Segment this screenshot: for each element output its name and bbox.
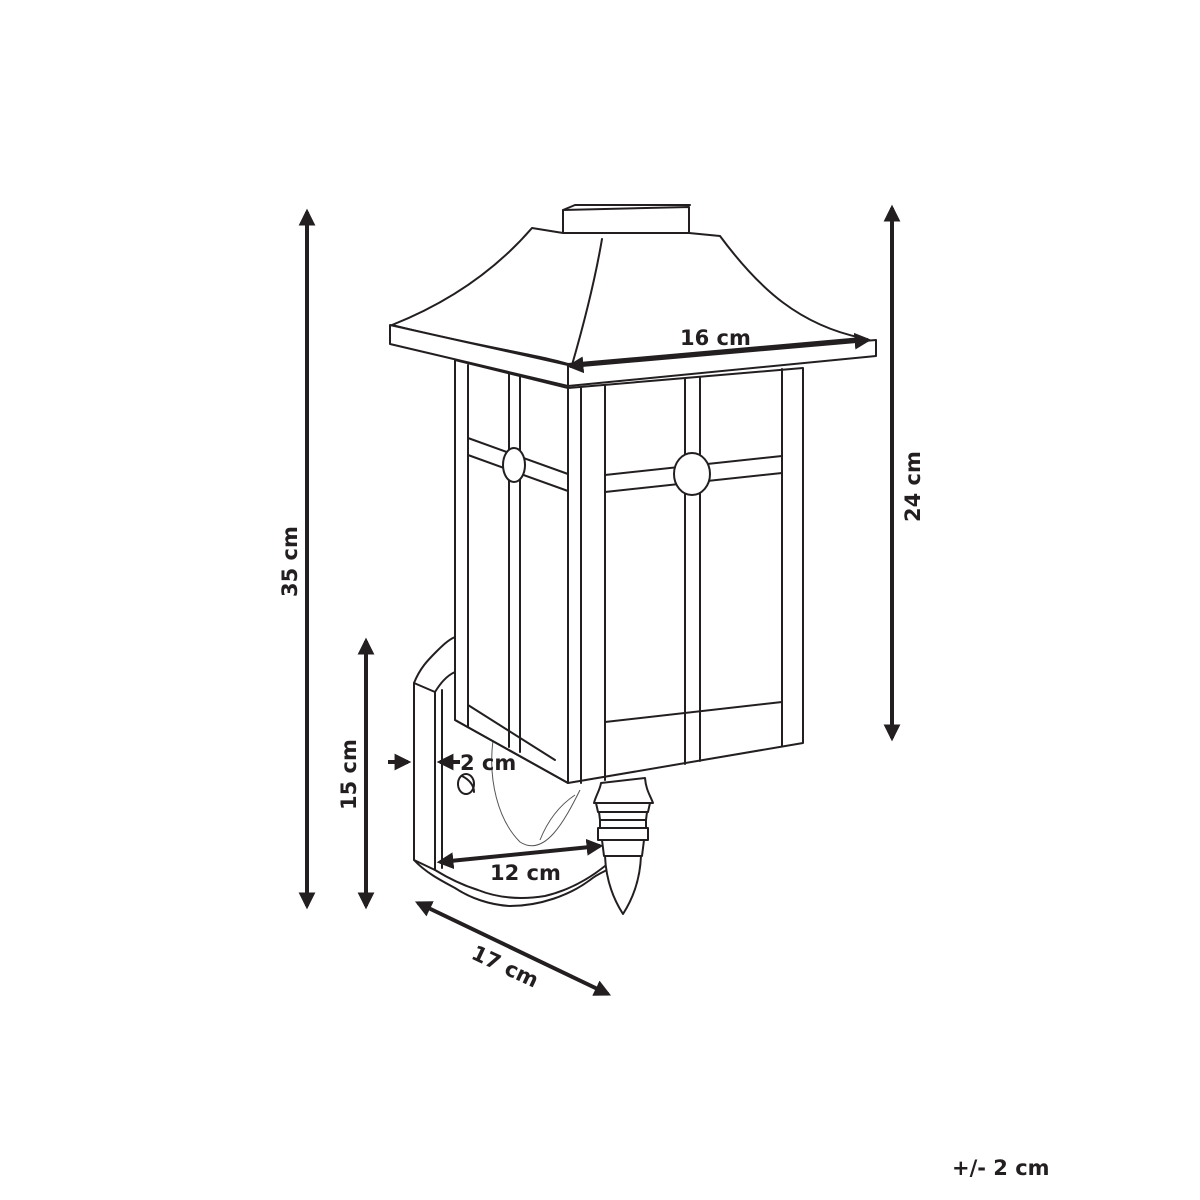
dimension-arm-projection: 12 cm — [436, 838, 604, 885]
lantern-roof — [389, 204, 877, 387]
label-total-depth: 17 cm — [468, 941, 542, 993]
dimension-lantern-height: 24 cm — [883, 204, 925, 742]
lantern-finial — [593, 777, 654, 915]
label-total-height: 35 cm — [278, 526, 302, 597]
label-arm-projection: 12 cm — [490, 861, 561, 885]
label-roof-width: 16 cm — [680, 326, 751, 350]
dimension-roof-width: 16 cm — [566, 326, 872, 374]
lantern-body — [454, 359, 804, 784]
dimension-mount-height: 15 cm — [337, 637, 375, 910]
label-lantern-height: 24 cm — [901, 451, 925, 522]
label-mount-height: 15 cm — [337, 739, 361, 810]
dimension-plate-thickness: 2 cm — [388, 751, 516, 775]
label-plate-thickness: 2 cm — [460, 751, 516, 775]
dimension-total-depth: 17 cm — [414, 901, 612, 996]
tolerance-note: +/- 2 cm — [952, 1156, 1050, 1180]
dimension-total-height: 35 cm — [278, 208, 316, 910]
